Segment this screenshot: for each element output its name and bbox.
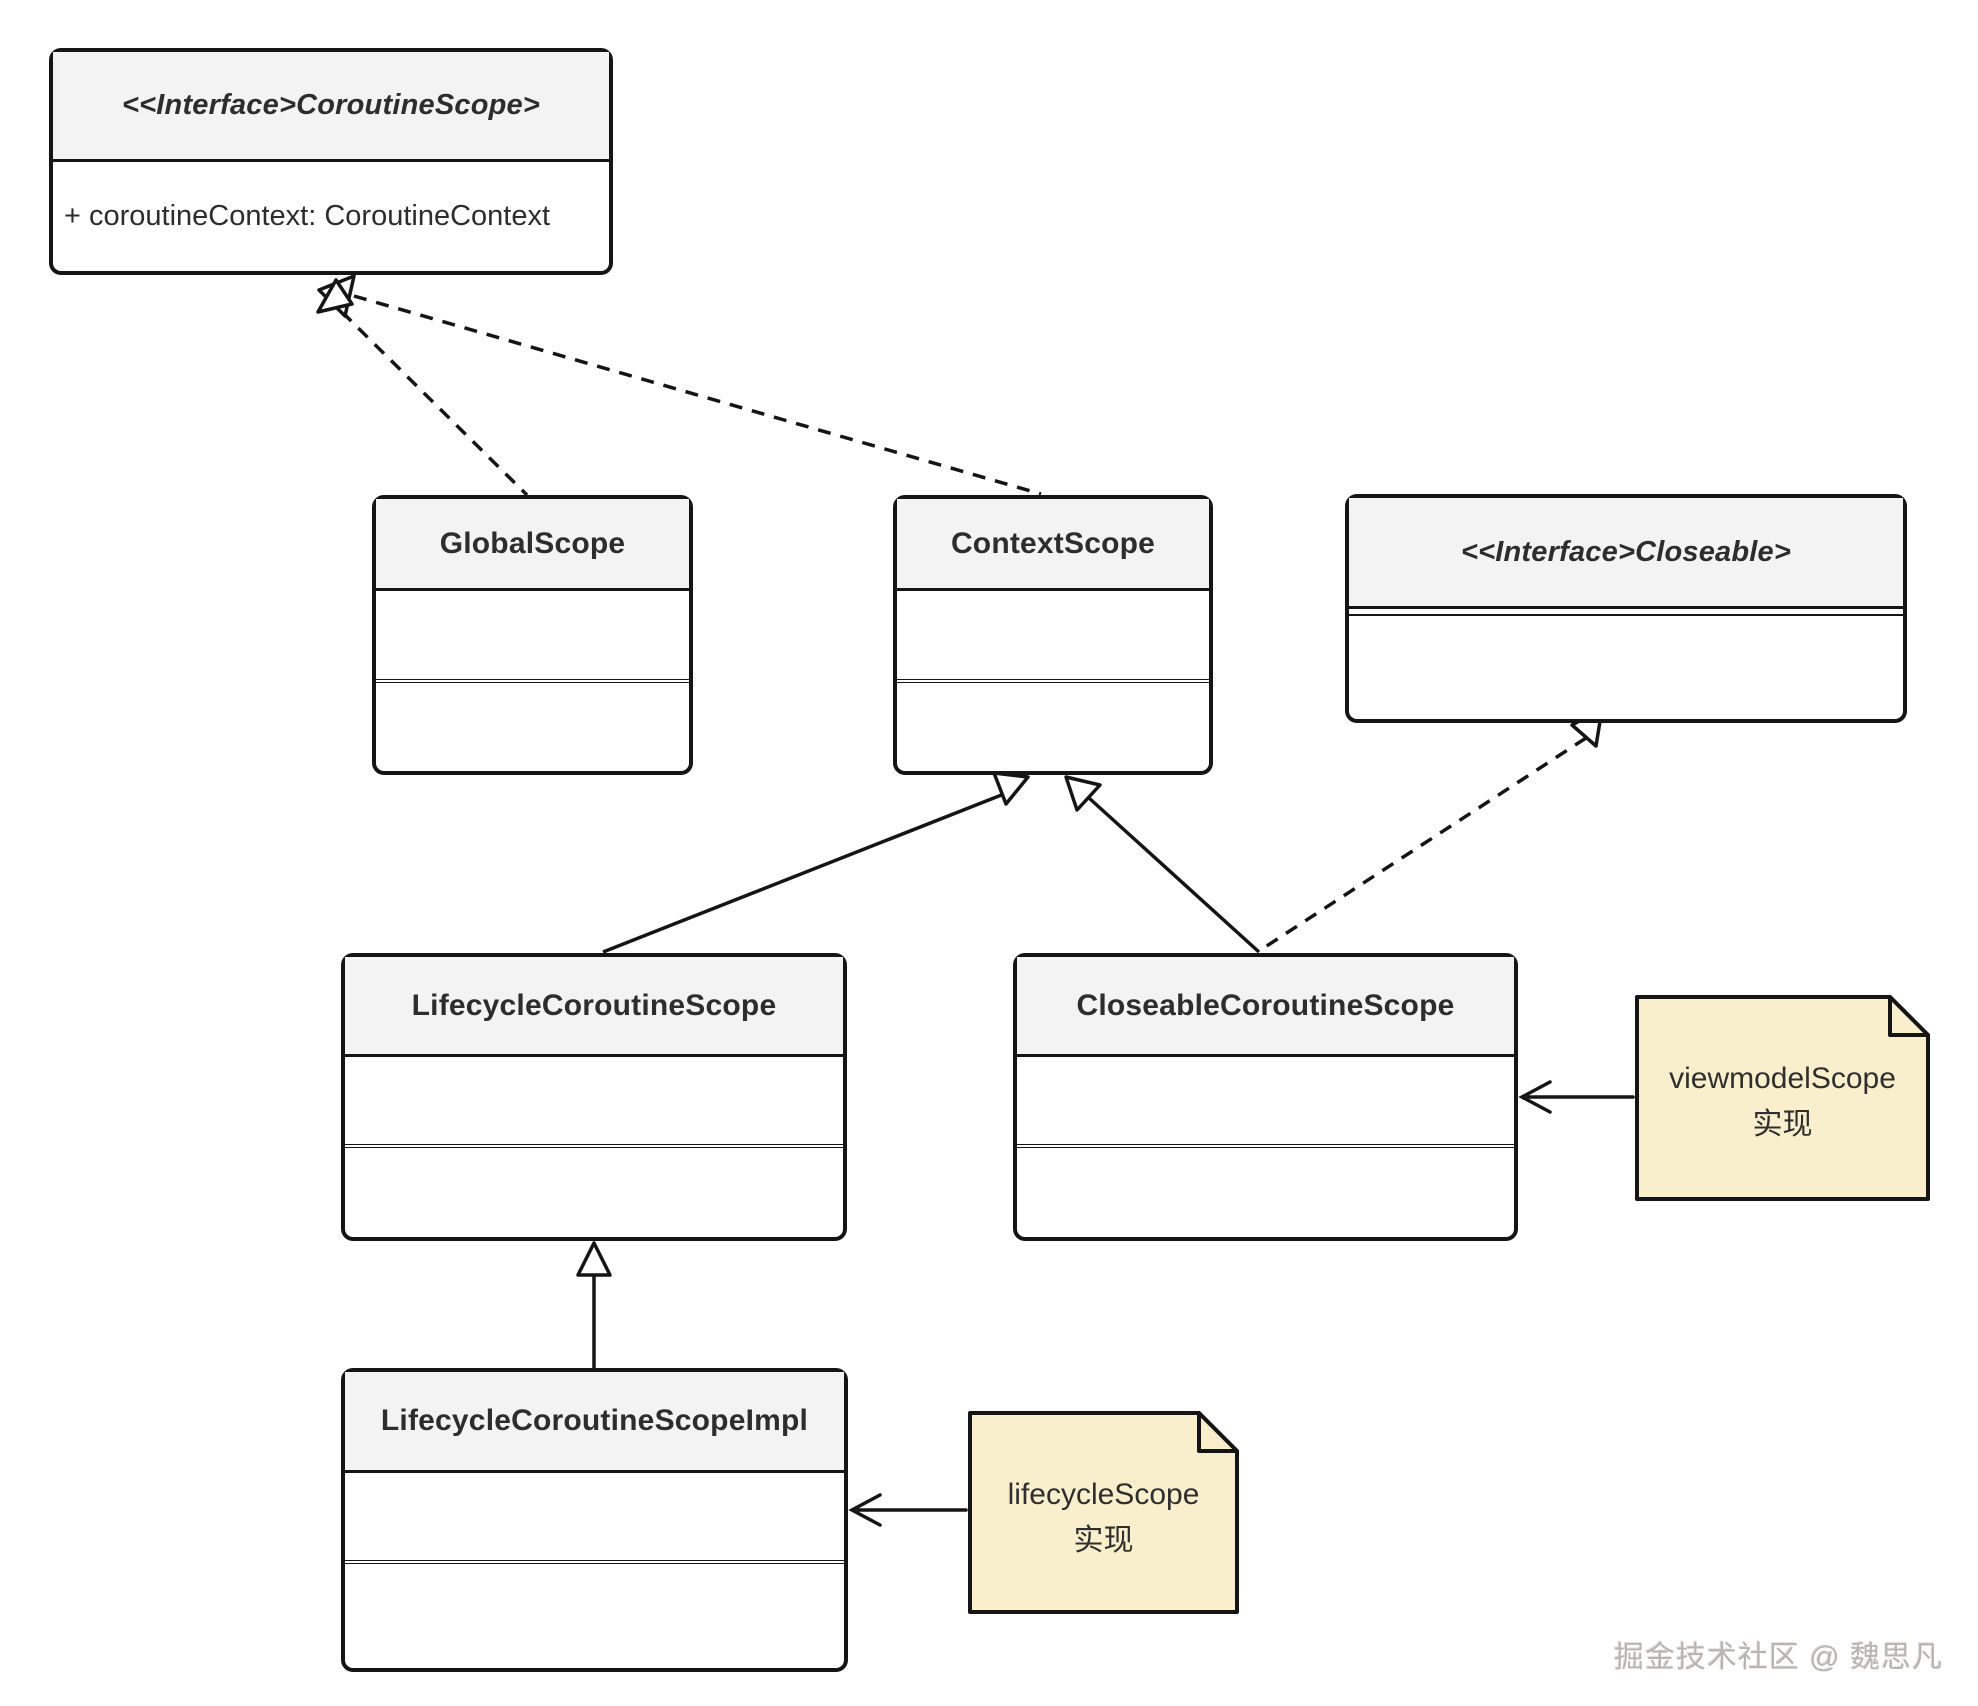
class-box-closeable-interface: <<Interface>Closeable>	[1345, 494, 1907, 723]
edge-contextscope-realizes-coroutinescope	[353, 294, 1042, 496]
class-title: <<Interface>Closeable>	[1460, 535, 1792, 568]
hollow-triangle-icon	[576, 1241, 612, 1277]
fields-compartment	[345, 1473, 844, 1564]
class-box-lifecyclecoroutinescopeimpl: LifecycleCoroutineScopeImpl	[341, 1368, 848, 1672]
edge-closeablecoroutinescope-extends-contextscope	[1087, 796, 1261, 954]
methods-compartment	[1349, 616, 1903, 719]
class-title: LifecycleCoroutineScopeImpl	[380, 1404, 809, 1437]
open-arrowhead-icon	[1518, 1080, 1552, 1114]
class-header: <<Interface>CoroutineScope>	[53, 52, 609, 162]
methods-compartment	[376, 683, 689, 771]
class-header: ContextScope	[897, 499, 1209, 591]
edge-closeablecoroutinescope-realizes-closeable	[1258, 736, 1587, 953]
methods-compartment	[1017, 1148, 1514, 1237]
class-header: CloseableCoroutineScope	[1017, 957, 1514, 1057]
note-line: viewmodelScope	[1669, 1062, 1896, 1095]
edge-note-lifecyclescope-to-impl	[848, 1493, 968, 1527]
edge-note-viewmodelscope-to-closeablecoroutinescope	[1518, 1080, 1635, 1114]
class-title: LifecycleCoroutineScope	[411, 988, 777, 1022]
hollow-triangle-icon	[316, 274, 356, 318]
class-title: GlobalScope	[439, 526, 626, 560]
note-line: 实现	[1752, 1108, 1813, 1141]
folded-corner-icon	[1197, 1411, 1239, 1453]
methods-compartment	[897, 683, 1209, 771]
class-box-closeablecoroutinescope: CloseableCoroutineScope	[1013, 953, 1518, 1241]
class-box-globalscope: GlobalScope	[372, 495, 693, 775]
class-attribute: + coroutineContext: CoroutineContext	[64, 200, 551, 232]
class-box-lifecyclecoroutinescope: LifecycleCoroutineScope	[341, 953, 847, 1241]
hollow-triangle-icon	[992, 771, 1030, 806]
fields-compartment	[345, 1057, 843, 1148]
class-header: LifecycleCoroutineScopeImpl	[345, 1372, 844, 1473]
note-line: lifecycleScope	[1007, 1478, 1200, 1511]
fields-compartment	[1349, 609, 1903, 616]
watermark-text: 掘金技术社区 @ 魏思凡	[1613, 1641, 1943, 1674]
fields-compartment	[376, 591, 689, 683]
fields-compartment	[1017, 1057, 1514, 1148]
folded-corner-icon	[1888, 995, 1930, 1037]
class-header: GlobalScope	[376, 499, 689, 591]
note-lifecyclescope-text: lifecycleScope 实现	[970, 1472, 1237, 1564]
methods-compartment	[345, 1148, 843, 1237]
class-box-coroutinescope-interface: <<Interface>CoroutineScope> + coroutineC…	[49, 48, 613, 275]
class-header: LifecycleCoroutineScope	[345, 957, 843, 1057]
methods-compartment	[345, 1564, 844, 1668]
edge-globalscope-realizes-coroutinescope	[340, 310, 529, 497]
class-title: <<Interface>CoroutineScope>	[122, 89, 540, 121]
edge-lifecyclecoroutinescope-extends-contextscope	[602, 792, 1005, 954]
note-line: 实现	[1073, 1524, 1134, 1557]
class-header: <<Interface>Closeable>	[1349, 498, 1903, 609]
hollow-triangle-icon	[1064, 775, 1102, 812]
open-arrowhead-icon	[848, 1493, 882, 1527]
note-viewmodelscope-text: viewmodelScope 实现	[1637, 1056, 1928, 1148]
fields-compartment	[897, 591, 1209, 683]
class-title: ContextScope	[950, 526, 1156, 560]
class-box-contextscope: ContextScope	[893, 495, 1213, 775]
class-title: CloseableCoroutineScope	[1076, 988, 1455, 1022]
